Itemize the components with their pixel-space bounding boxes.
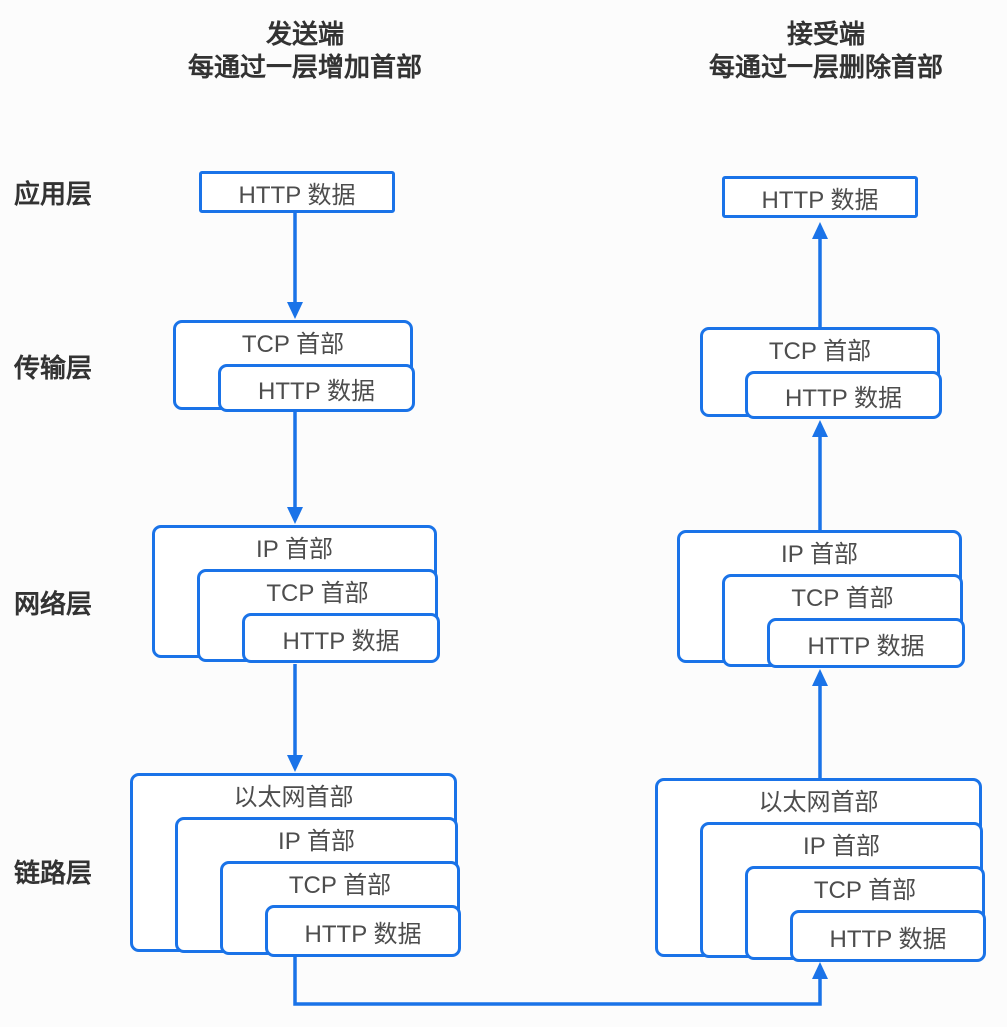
box-label: HTTP 数据: [829, 925, 947, 953]
box-label: TCP 首部: [288, 872, 392, 899]
sender-app-http-box: HTTP 数据: [199, 171, 395, 213]
receiver-transport-http-box: HTTP 数据: [745, 371, 942, 419]
sender-header: 发送端 每通过一层增加首部: [95, 18, 515, 84]
layer-label-transport: 传输层: [14, 353, 93, 383]
box-label: HTTP 数据: [761, 186, 879, 214]
box-label: 以太网首部: [233, 784, 354, 811]
sender-network-http-box: HTTP 数据: [242, 613, 440, 663]
box-label: TCP 首部: [241, 331, 345, 358]
sender-link-http-box: HTTP 数据: [265, 905, 461, 957]
sender-transport-http-box: HTTP 数据: [218, 364, 415, 412]
box-label: TCP 首部: [266, 580, 369, 607]
receiver-app-http-box: HTTP 数据: [722, 176, 918, 218]
box-label: IP 首部: [781, 541, 858, 568]
sender-subtitle: 每通过一层增加首部: [187, 52, 422, 82]
arrow-physical-transmission: [293, 952, 828, 1006]
receiver-header: 接受端 每通过一层删除首部: [616, 18, 1007, 84]
box-label: HTTP 数据: [304, 920, 422, 948]
box-label: HTTP 数据: [258, 377, 375, 405]
layer-label-network: 网络层: [14, 589, 93, 619]
layer-label-application: 应用层: [14, 179, 93, 209]
box-label: IP 首部: [803, 833, 880, 860]
box-label: TCP 首部: [791, 585, 894, 612]
box-label: 以太网首部: [758, 789, 879, 816]
receiver-network-http-box: HTTP 数据: [767, 618, 965, 668]
box-label: HTTP 数据: [238, 181, 356, 209]
box-label: HTTP 数据: [785, 384, 902, 412]
sender-title: 发送端: [265, 19, 344, 49]
box-label: IP 首部: [256, 536, 333, 563]
receiver-link-http-box: HTTP 数据: [790, 910, 986, 962]
box-label: TCP 首部: [768, 338, 872, 365]
box-label: TCP 首部: [813, 877, 917, 904]
box-label: HTTP 数据: [282, 627, 400, 655]
receiver-title: 接受端: [786, 19, 865, 49]
box-label: IP 首部: [278, 828, 355, 855]
layer-label-link: 链路层: [14, 858, 93, 888]
receiver-subtitle: 每通过一层删除首部: [708, 52, 943, 82]
box-label: HTTP 数据: [807, 632, 925, 660]
